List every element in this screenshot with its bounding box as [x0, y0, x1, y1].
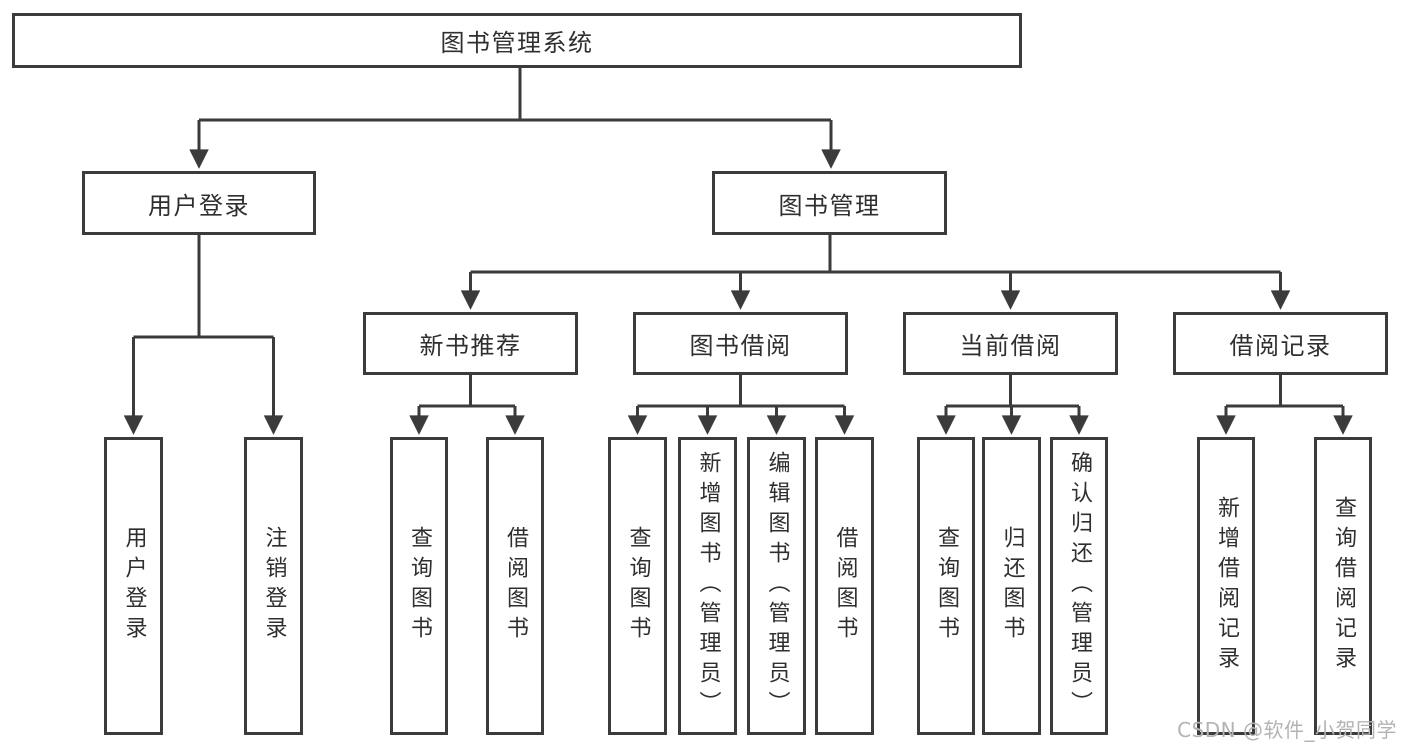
node-user-login: 用户登录	[82, 171, 316, 235]
node-current-borrow: 当前借阅	[903, 312, 1118, 375]
leaf-current-query-books: 查询图书	[917, 437, 975, 735]
leaf-borrow-edit-books-admin: 编辑图书（管理员）	[747, 437, 806, 735]
leaf-records-add-record: 新增借阅记录	[1197, 437, 1255, 735]
leaf-borrow-add-books-admin: 新增图书（管理员）	[678, 437, 737, 735]
connector-book-management-to-level3	[460, 235, 1291, 310]
leaf-user-login: 用户登录	[104, 437, 163, 735]
connector-book-borrow-leaves	[627, 375, 855, 435]
connector-borrow-records-leaves	[1216, 375, 1353, 435]
leaf-recommend-borrow-books: 借阅图书	[486, 437, 544, 735]
connector-user-login-leaves	[123, 235, 284, 435]
node-book-borrow: 图书借阅	[633, 312, 848, 375]
csdn-watermark: CSDN @软件_小贺同学	[1177, 718, 1397, 742]
connector-root-to-level2	[189, 68, 841, 169]
leaf-current-confirm-return-admin: 确认归还（管理员）	[1050, 437, 1108, 735]
node-new-book-recommend: 新书推荐	[363, 312, 578, 375]
node-book-management: 图书管理	[712, 171, 947, 235]
leaf-recommend-query-books: 查询图书	[390, 437, 448, 735]
leaf-current-return-books: 归还图书	[982, 437, 1041, 735]
leaf-records-query-record: 查询借阅记录	[1314, 437, 1372, 735]
node-root-system: 图书管理系统	[12, 13, 1022, 68]
connector-current-borrow-leaves	[936, 375, 1089, 435]
connector-new-book-recommend-leaves	[409, 375, 525, 435]
leaf-borrow-borrow-books: 借阅图书	[815, 437, 874, 735]
leaf-logout: 注销登录	[244, 437, 303, 735]
node-borrow-records: 借阅记录	[1173, 312, 1388, 375]
leaf-borrow-query-books: 查询图书	[608, 437, 667, 735]
